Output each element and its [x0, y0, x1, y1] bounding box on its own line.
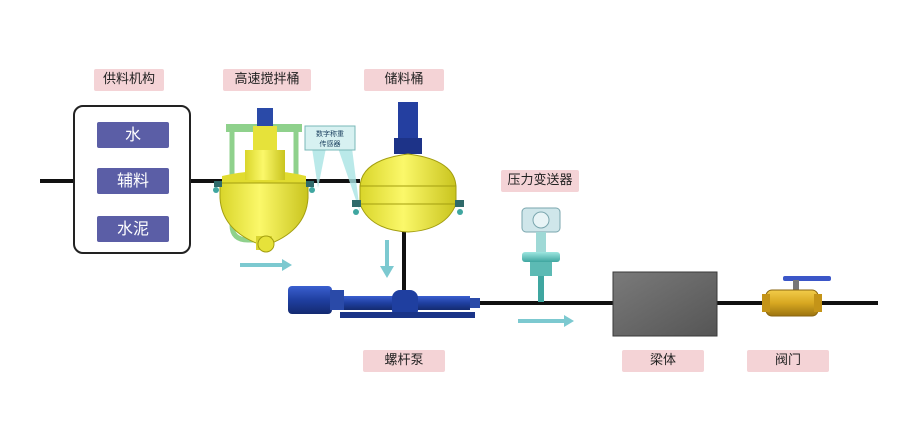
beam-body [612, 271, 718, 337]
weighing-sensor-callout: 数字称重 传感器 [304, 125, 360, 212]
flow-arrow-right-1 [240, 259, 292, 271]
label-beam-body: 梁体 [622, 350, 704, 372]
label-valve: 阀门 [747, 350, 829, 372]
flow-arrows [240, 240, 574, 327]
material-cement: 水泥 [97, 216, 169, 242]
material-additive: 辅料 [97, 168, 169, 194]
valve [762, 276, 831, 317]
label-screw-pump: 螺杆泵 [363, 350, 445, 372]
label-storage-tank: 储料桶 [364, 69, 444, 91]
label-pressure-transmitter: 压力变送器 [501, 170, 579, 192]
label-supply-mechanism: 供料机构 [94, 69, 164, 91]
label-high-speed-mixer: 高速搅拌桶 [223, 69, 311, 91]
storage-tank [352, 102, 464, 233]
sensor-callout-line-1: 数字称重 [316, 129, 344, 138]
high-speed-mixer [213, 108, 315, 253]
flow-arrow-down [380, 240, 394, 278]
pressure-transmitter [521, 207, 561, 302]
flow-arrow-right-2 [518, 315, 574, 327]
screw-pump [288, 286, 480, 318]
sensor-callout-line-2: 传感器 [320, 139, 341, 148]
material-water: 水 [97, 122, 169, 148]
